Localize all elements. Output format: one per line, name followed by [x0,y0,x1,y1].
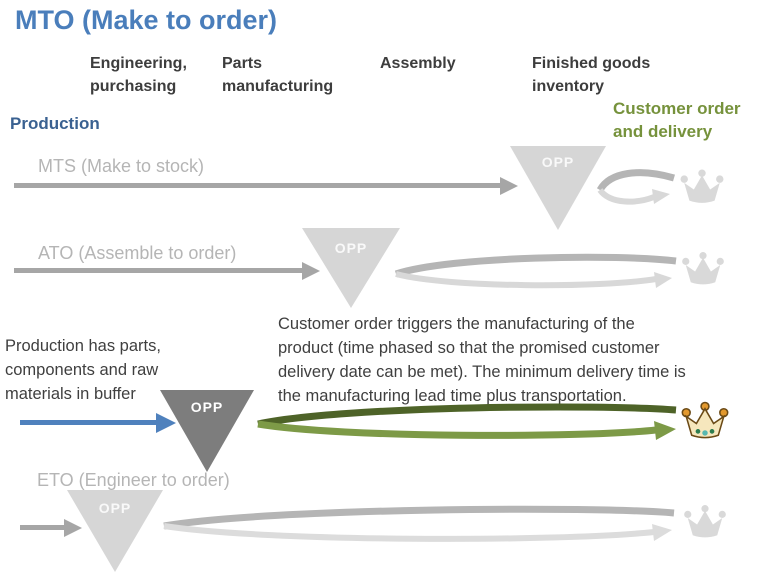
mto-flow-arrow-line [20,420,156,425]
mts-order-delivery-loop-icon [596,169,675,205]
mto-buffer-note: Production has parts, components and raw… [5,337,161,403]
mts-customer-crown-icon [680,169,724,203]
ato-customer-crown-icon [682,252,724,285]
column-header-parts-manufacturing: Parts manufacturing [222,55,334,95]
column-header-engineering-purchasing: Engineering, purchasing [90,55,187,95]
column-header-assembly: Assembly [380,55,456,72]
ato-opp-label: OPP [334,240,368,256]
mto-description: Customer order triggers the manufacturin… [278,315,686,405]
mts-opp-label: OPP [541,154,575,170]
ato-flow-arrow-line [14,268,302,273]
mts-opp-triangle-icon [510,146,606,230]
mts-flow-arrow-line [14,183,500,188]
eto-opp-label: OPP [98,500,132,516]
eto-opp-triangle-icon [67,490,163,572]
eto-order-delivery-loop-icon [163,505,675,542]
production-label: Production [10,114,100,133]
mto-order-delivery-loop-icon [257,403,677,440]
ato-opp-triangle-icon [302,228,400,308]
mts-row-label: MTS (Make to stock) [38,156,205,176]
eto-customer-crown-icon [684,505,726,538]
ato-order-delivery-loop-icon [394,253,677,289]
customer-order-delivery-label: Customer order and delivery [613,99,741,141]
mto-customer-crown-icon [681,401,729,439]
page-title: MTO (Make to order) [15,5,278,35]
ato-row-label: ATO (Assemble to order) [38,243,237,263]
mto-opp-label: OPP [190,399,224,415]
eto-row-label: ETO (Engineer to order) [37,470,230,490]
eto-flow-arrow-line [20,525,64,530]
mto-opp-triangle-icon [160,390,254,472]
column-header-finished-goods-inventory: Finished goods inventory [532,55,651,95]
